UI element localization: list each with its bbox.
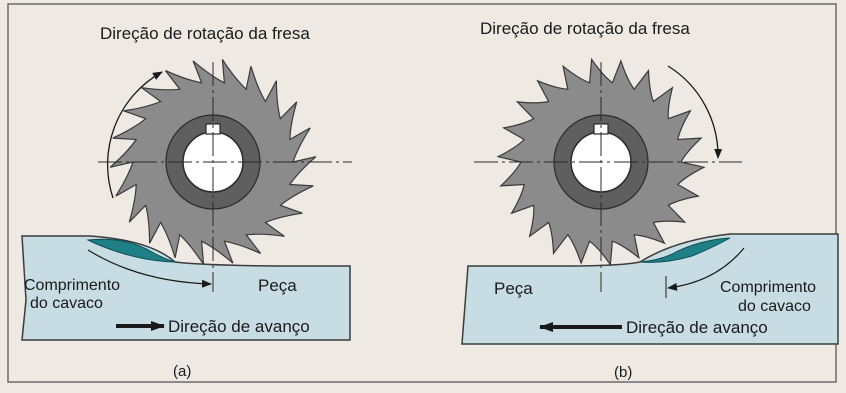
chip-b: [639, 237, 731, 263]
caption-a: (a): [173, 363, 191, 380]
panel-a: Direção de rotação da fresa Comprimento …: [21, 24, 352, 380]
feed-label-a: Direção de avanço: [168, 317, 310, 336]
rotation-label-b: Direção de rotação da fresa: [480, 19, 690, 38]
workpiece-label-a: Peça: [258, 276, 297, 295]
chip-length-arrow-b: [667, 247, 745, 291]
caption-b: (b): [614, 364, 632, 381]
chip-length-arrow-a: [87, 249, 212, 288]
rotation-arrow-a: [106, 71, 163, 199]
chip-length-label-a-line1: Comprimento: [24, 277, 120, 294]
workpiece-b: [461, 233, 839, 345]
chip-length-label-b-line2: do cavaco: [738, 298, 811, 315]
figure-frame: [7, 3, 837, 383]
rotation-arrow-b: [667, 65, 723, 159]
chip-length-label-a-line2: do cavaco: [30, 295, 103, 312]
workpiece-label-b: Peça: [494, 279, 533, 298]
rotation-label-a: Direção de rotação da fresa: [100, 24, 310, 43]
workpiece-a: [21, 235, 351, 341]
feed-label-b: Direção de avanço: [626, 318, 768, 337]
chip-length-label-b-line1: Comprimento: [720, 279, 816, 296]
panel-b: Direção de rotação da fresa Comprimento …: [461, 19, 839, 381]
chip-a: [86, 238, 177, 263]
